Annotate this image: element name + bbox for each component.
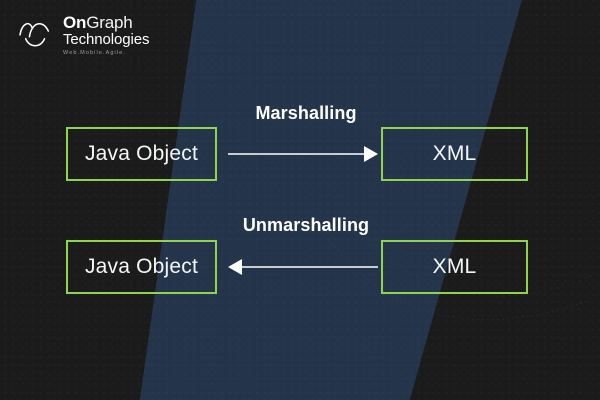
node-label-xml-bottom: XML xyxy=(432,255,477,278)
node-box-xml-bottom[interactable]: XML xyxy=(381,240,528,294)
arrow-right-icon xyxy=(228,146,378,162)
arc-swoosh-icon xyxy=(19,22,50,47)
node-label-java-object-top: Java Object xyxy=(84,142,199,165)
flow-label-unmarshalling: Unmarshalling xyxy=(242,215,370,235)
brand-logo: OnGraph Technologies Web.Mobile.Agile. xyxy=(18,14,149,56)
flow-label-marshalling: Marshalling xyxy=(255,103,357,123)
brand-name-line2: Technologies xyxy=(63,31,150,49)
node-box-java-object-bottom[interactable]: Java Object xyxy=(66,240,217,294)
node-label-xml-top: XML xyxy=(432,142,477,165)
node-label-java-object-bottom: Java Object xyxy=(84,255,199,278)
brand-name-on: On xyxy=(63,13,87,32)
arrow-left-icon xyxy=(228,259,378,275)
brand-name-graph: Graph xyxy=(86,13,133,32)
brand-name-line1: OnGraph xyxy=(63,14,149,31)
node-box-xml-top[interactable]: XML xyxy=(381,127,528,181)
node-box-java-object-top[interactable]: Java Object xyxy=(66,127,217,181)
brand-tagline: Web.Mobile.Agile. xyxy=(63,49,126,56)
brand-logo-text: OnGraph Technologies Web.Mobile.Agile. xyxy=(63,14,149,56)
